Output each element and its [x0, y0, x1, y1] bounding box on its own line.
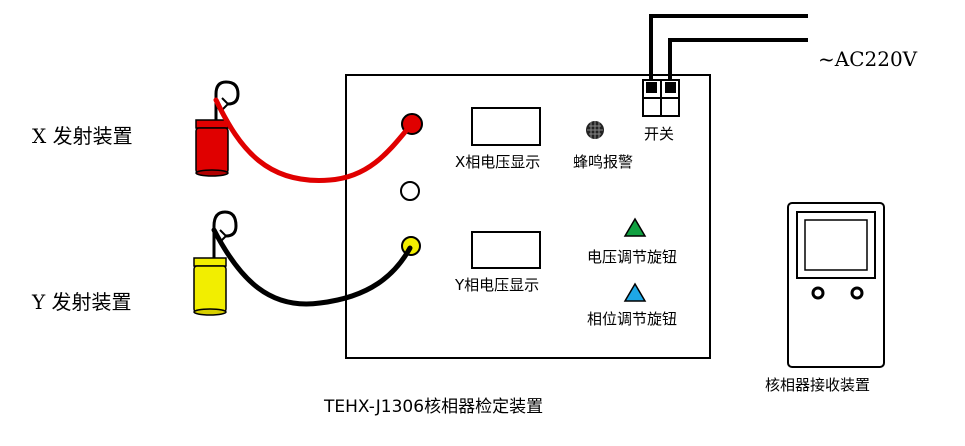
phase-knob-icon	[623, 282, 647, 302]
x-voltage-display-label: X相电压显示	[455, 153, 540, 171]
y-voltage-display-label: Y相电压显示	[454, 276, 539, 294]
neutral-terminal	[400, 181, 420, 201]
receiver-label: 核相器接收装置	[765, 376, 870, 394]
x-voltage-display	[471, 107, 541, 146]
phase-knob-label: 相位调节旋钮	[587, 310, 677, 328]
switch-label: 开关	[644, 125, 674, 143]
buzzer-icon	[586, 121, 604, 139]
y-transmitter-label: Y 发射装置	[31, 290, 132, 314]
power-label: ~AC220V	[818, 47, 918, 71]
voltage-knob-icon	[623, 217, 647, 237]
y-transmitter-icon	[193, 210, 238, 316]
voltage-knob-label: 电压调节旋钮	[587, 248, 677, 266]
y-voltage-display	[471, 231, 541, 269]
x-test-lead	[213, 97, 413, 183]
x-transmitter-label: X 发射装置	[32, 124, 133, 148]
y-test-lead	[211, 227, 413, 307]
device-caption: TEHX-J1306核相器检定装置	[323, 397, 543, 417]
power-cable	[649, 14, 808, 86]
buzzer-alarm-label: 蜂鸣报警	[573, 153, 633, 171]
receiver-device-icon	[787, 202, 885, 368]
switch-icon	[642, 79, 680, 117]
x-transmitter-icon	[195, 80, 240, 177]
